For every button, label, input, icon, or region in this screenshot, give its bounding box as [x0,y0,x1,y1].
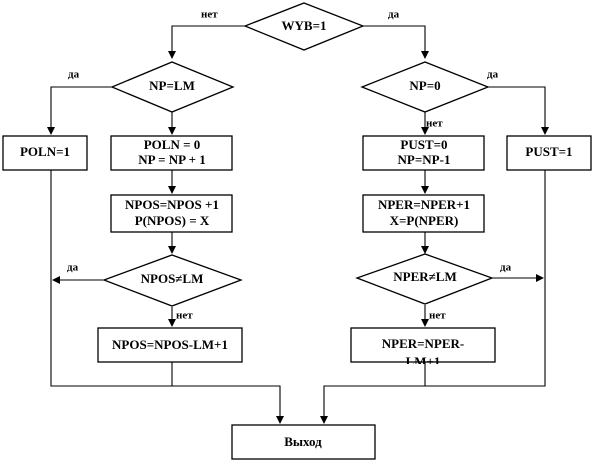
np-0-label: NP=0 [409,78,440,93]
label-wyb-yes: да [388,9,400,21]
npos-box [110,194,233,233]
label-wyb-no: нет [201,9,218,21]
nper-label-2: X=P(NPER) [390,213,459,228]
nper-label-1: NPER=NPER+1 [378,197,470,212]
edge-left-collector [50,170,284,424]
edge-wyb-yes [363,25,429,59]
label-nplm-yes: да [68,69,80,81]
npos-cond-label: NPOS≠LM [141,271,204,286]
pust1-box [506,135,592,171]
exit-box [231,424,376,460]
nper-box [362,194,485,233]
nper-cond-decision [355,253,494,305]
exit-label: Выход [284,434,322,449]
npos-label-1: NPOS=NPOS +1 [125,197,219,212]
poln0-label-2: NP = NP + 1 [138,152,206,167]
label-npercond-no: нет [429,310,446,322]
edge-wyb-no [168,25,245,59]
wyb-label: WYB=1 [282,18,327,33]
np-lm-decision [110,61,235,113]
npos-reset-box [97,327,243,363]
poln1-box [2,135,88,171]
npos-label-2: P(NPOS) = X [135,213,210,228]
poln0-box [110,135,233,171]
label-nposcond-yes: да [67,262,79,274]
edge-np0-yes [488,86,549,135]
edge-right-collector [320,170,546,424]
pust0-label-2: NP=NP-1 [398,152,451,167]
poln1-label: POLN=1 [20,144,70,159]
poln0-label-1: POLN = 0 [144,137,201,152]
np-0-decision [360,61,490,113]
nper-cond-label: NPER≠LM [393,269,456,284]
wyb-decision [243,2,365,51]
label-npercond-yes: да [500,262,512,274]
npos-cond-decision [102,254,243,307]
pust1-label: PUST=1 [525,144,572,159]
label-np0-no: нет [426,118,443,130]
edge-nplm-yes [47,86,112,135]
pust0-label-1: PUST=0 [400,137,447,152]
nper-reset-label-2: LM+1 [406,354,441,369]
nper-reset-box [350,327,496,363]
npos-reset-label: NPOS=NPOS-LM+1 [112,337,228,352]
label-np0-yes: да [487,69,499,81]
np-lm-label: NP=LM [149,78,195,93]
nper-reset-label-1: NPER=NPER- [382,336,465,351]
label-nposcond-no: нет [176,310,193,322]
pust0-box [362,135,485,171]
